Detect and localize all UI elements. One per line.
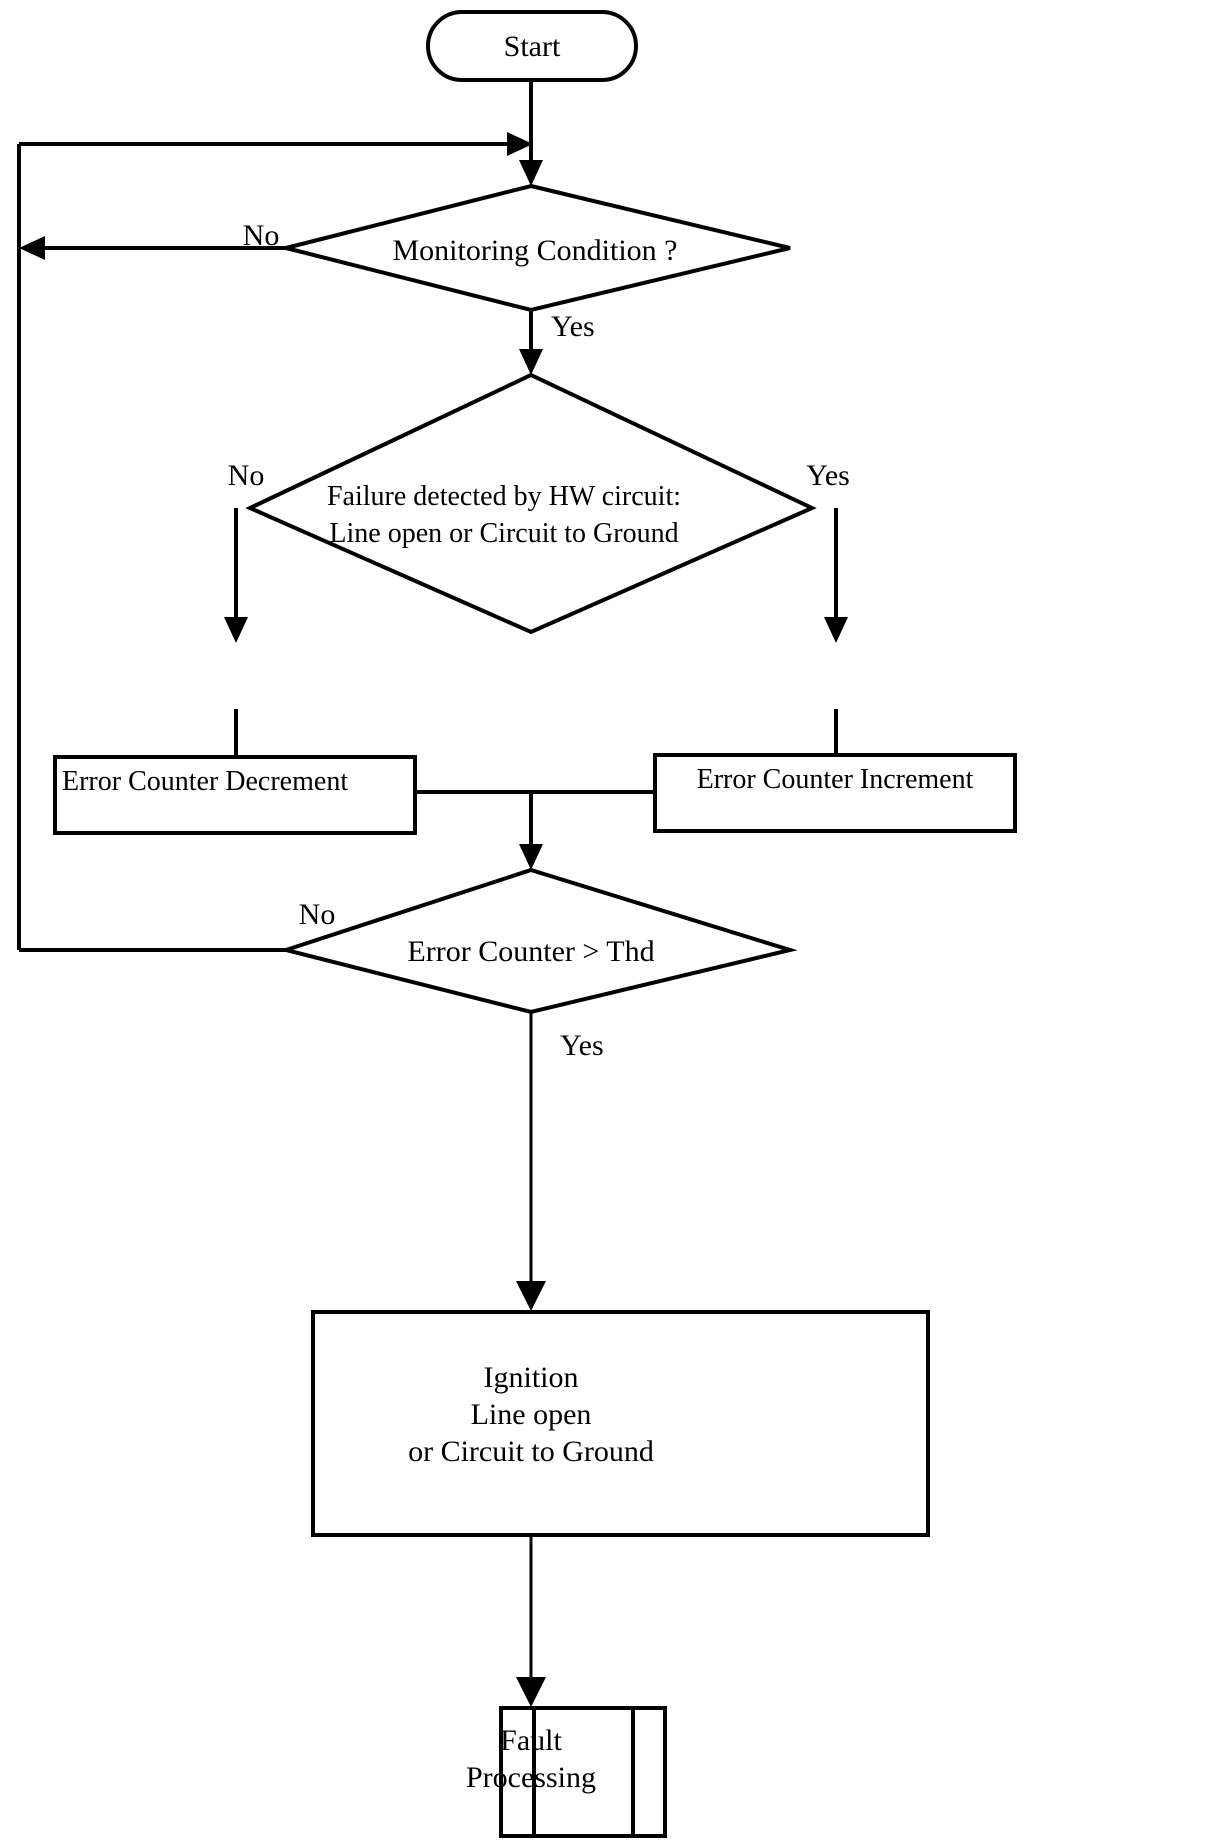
- ignition-fault-line3: or Circuit to Ground: [408, 1435, 654, 1468]
- fault-processing-line2: Processing: [466, 1761, 596, 1794]
- arrowhead-merge-to-threshold: [519, 844, 543, 870]
- error-counter-decrement-shape: [53, 755, 417, 835]
- label-monitoring-no: No: [243, 219, 280, 252]
- ignition-fault-line2: Line open: [471, 1398, 592, 1431]
- node-failure-detected[interactable]: Failure detected by HW circuit: Line ope…: [245, 372, 817, 635]
- ignition-fault-shape: [311, 1310, 930, 1537]
- label-threshold-yes: Yes: [560, 1029, 604, 1062]
- error-counter-increment-shape: [653, 753, 1017, 833]
- node-ignition-fault[interactable]: Ignition Line open or Circuit to Ground: [311, 1310, 930, 1537]
- failure-detected-shape: [245, 372, 817, 635]
- error-counter-decrement-label: Error Counter Decrement: [62, 766, 348, 797]
- arrowhead-threshold-yes: [516, 1281, 546, 1311]
- ignition-fault-line1: Ignition: [484, 1361, 579, 1394]
- arrowhead-ignition-to-fault: [516, 1677, 546, 1707]
- label-failure-yes: Yes: [806, 459, 850, 492]
- label-failure-no: No: [228, 459, 265, 492]
- fault-processing-shape: [499, 1706, 667, 1838]
- arrowhead-failure-no: [224, 617, 248, 643]
- failure-detected-line1: Failure detected by HW circuit:: [327, 481, 681, 512]
- label-threshold-no: No: [299, 898, 336, 931]
- error-counter-threshold-label: Error Counter > Thd: [407, 935, 654, 968]
- error-counter-increment-label: Error Counter Increment: [697, 764, 974, 795]
- start-shape: [426, 10, 638, 82]
- failure-detected-line2: Line open or Circuit to Ground: [329, 518, 678, 549]
- arrowhead-monitoring-yes: [519, 349, 543, 375]
- label-monitoring-yes: Yes: [551, 310, 595, 343]
- node-error-counter-decrement[interactable]: Error Counter Decrement: [53, 755, 417, 835]
- node-monitoring-condition[interactable]: Monitoring Condition ?: [285, 183, 791, 313]
- connector-layer: [17, 79, 848, 1707]
- node-error-counter-threshold[interactable]: Error Counter > Thd: [278, 867, 798, 1015]
- node-error-counter-increment[interactable]: Error Counter Increment: [653, 753, 1017, 833]
- monitoring-condition-shape: [285, 183, 791, 313]
- arrowhead-feedback-into-stem: [507, 132, 533, 156]
- arrowhead-start-to-monitoring: [519, 160, 543, 186]
- error-counter-threshold-shape: [278, 867, 798, 1015]
- arrowhead-monitoring-no: [19, 236, 45, 260]
- arrowhead-failure-yes: [824, 617, 848, 643]
- monitoring-condition-label: Monitoring Condition ?: [393, 234, 678, 267]
- node-fault-processing[interactable]: Fault Processing: [466, 1706, 667, 1838]
- start-label: Start: [504, 30, 561, 63]
- edge-label-layer: No Yes No Yes No Yes: [228, 219, 850, 1062]
- fault-processing-line1: Fault: [500, 1724, 562, 1757]
- node-start[interactable]: Start: [426, 10, 638, 82]
